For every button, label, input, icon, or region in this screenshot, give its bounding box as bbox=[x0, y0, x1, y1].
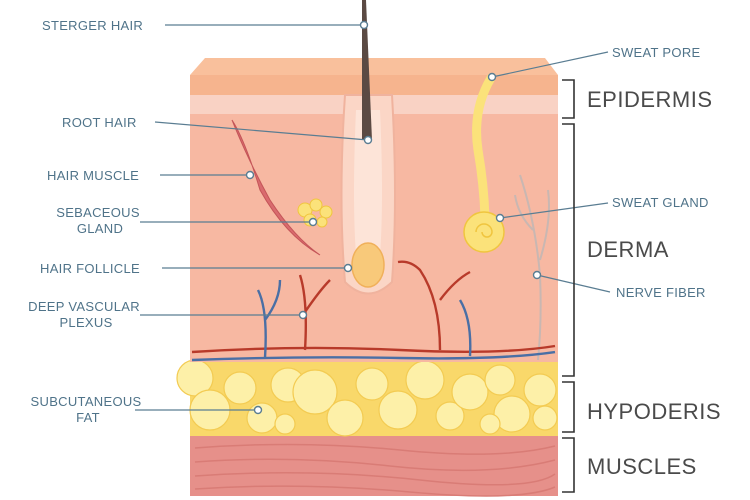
label-subcutaneous-fat-line1: SUBCUTANEOUS bbox=[31, 394, 142, 409]
label-deep-vascular-plexus-line2: PLEXUS bbox=[59, 315, 112, 330]
label-root-hair: ROOT HAIR bbox=[62, 115, 137, 130]
layer-derma: DERMA bbox=[587, 237, 669, 262]
label-sebaceous-gland: SEBACEOUS GLAND bbox=[56, 205, 144, 236]
hair-shaft bbox=[362, 0, 372, 140]
sweat-gland-shape bbox=[463, 211, 505, 253]
layer-brackets bbox=[562, 79, 575, 493]
label-deep-vascular-plexus: DEEP VASCULAR PLEXUS bbox=[28, 299, 144, 330]
layer-epidermis: EPIDERMIS bbox=[587, 87, 713, 112]
label-sweat-gland: SWEAT GLAND bbox=[612, 195, 709, 210]
skin-block bbox=[176, 0, 558, 497]
layer-muscles: MUSCLES bbox=[587, 454, 697, 479]
label-subcutaneous-fat-line2: FAT bbox=[76, 410, 100, 425]
label-sterger-hair: STERGER HAIR bbox=[42, 18, 143, 33]
label-hair-muscle: HAIR MUSCLE bbox=[47, 168, 139, 183]
label-sebaceous-gland-line1: SEBACEOUS bbox=[56, 205, 140, 220]
hair-muscle-shape bbox=[231, 119, 321, 256]
label-sebaceous-gland-line2: GLAND bbox=[77, 221, 123, 236]
sweat-gland-coil bbox=[475, 223, 493, 238]
artery-network bbox=[191, 260, 556, 354]
sweat-duct bbox=[472, 73, 496, 223]
hair-bulb bbox=[351, 242, 385, 288]
epidermis-top bbox=[190, 75, 558, 95]
label-deep-vascular-plexus-line1: DEEP VASCULAR bbox=[28, 299, 140, 314]
label-hair-follicle: HAIR FOLLICLE bbox=[40, 261, 140, 276]
label-sweat-pore: SWEAT PORE bbox=[612, 45, 701, 60]
label-nerve-fiber: NERVE FIBER bbox=[616, 285, 706, 300]
layer-hypoderis: HYPODERIS bbox=[587, 399, 721, 424]
hair-follicle-inner bbox=[354, 110, 382, 263]
leader-dots bbox=[245, 20, 542, 415]
vein-network bbox=[191, 279, 556, 362]
muscle-fiber-lines bbox=[194, 443, 556, 497]
epidermis-surface bbox=[190, 58, 558, 75]
label-subcutaneous-fat: SUBCUTANEOUS FAT bbox=[31, 394, 146, 425]
